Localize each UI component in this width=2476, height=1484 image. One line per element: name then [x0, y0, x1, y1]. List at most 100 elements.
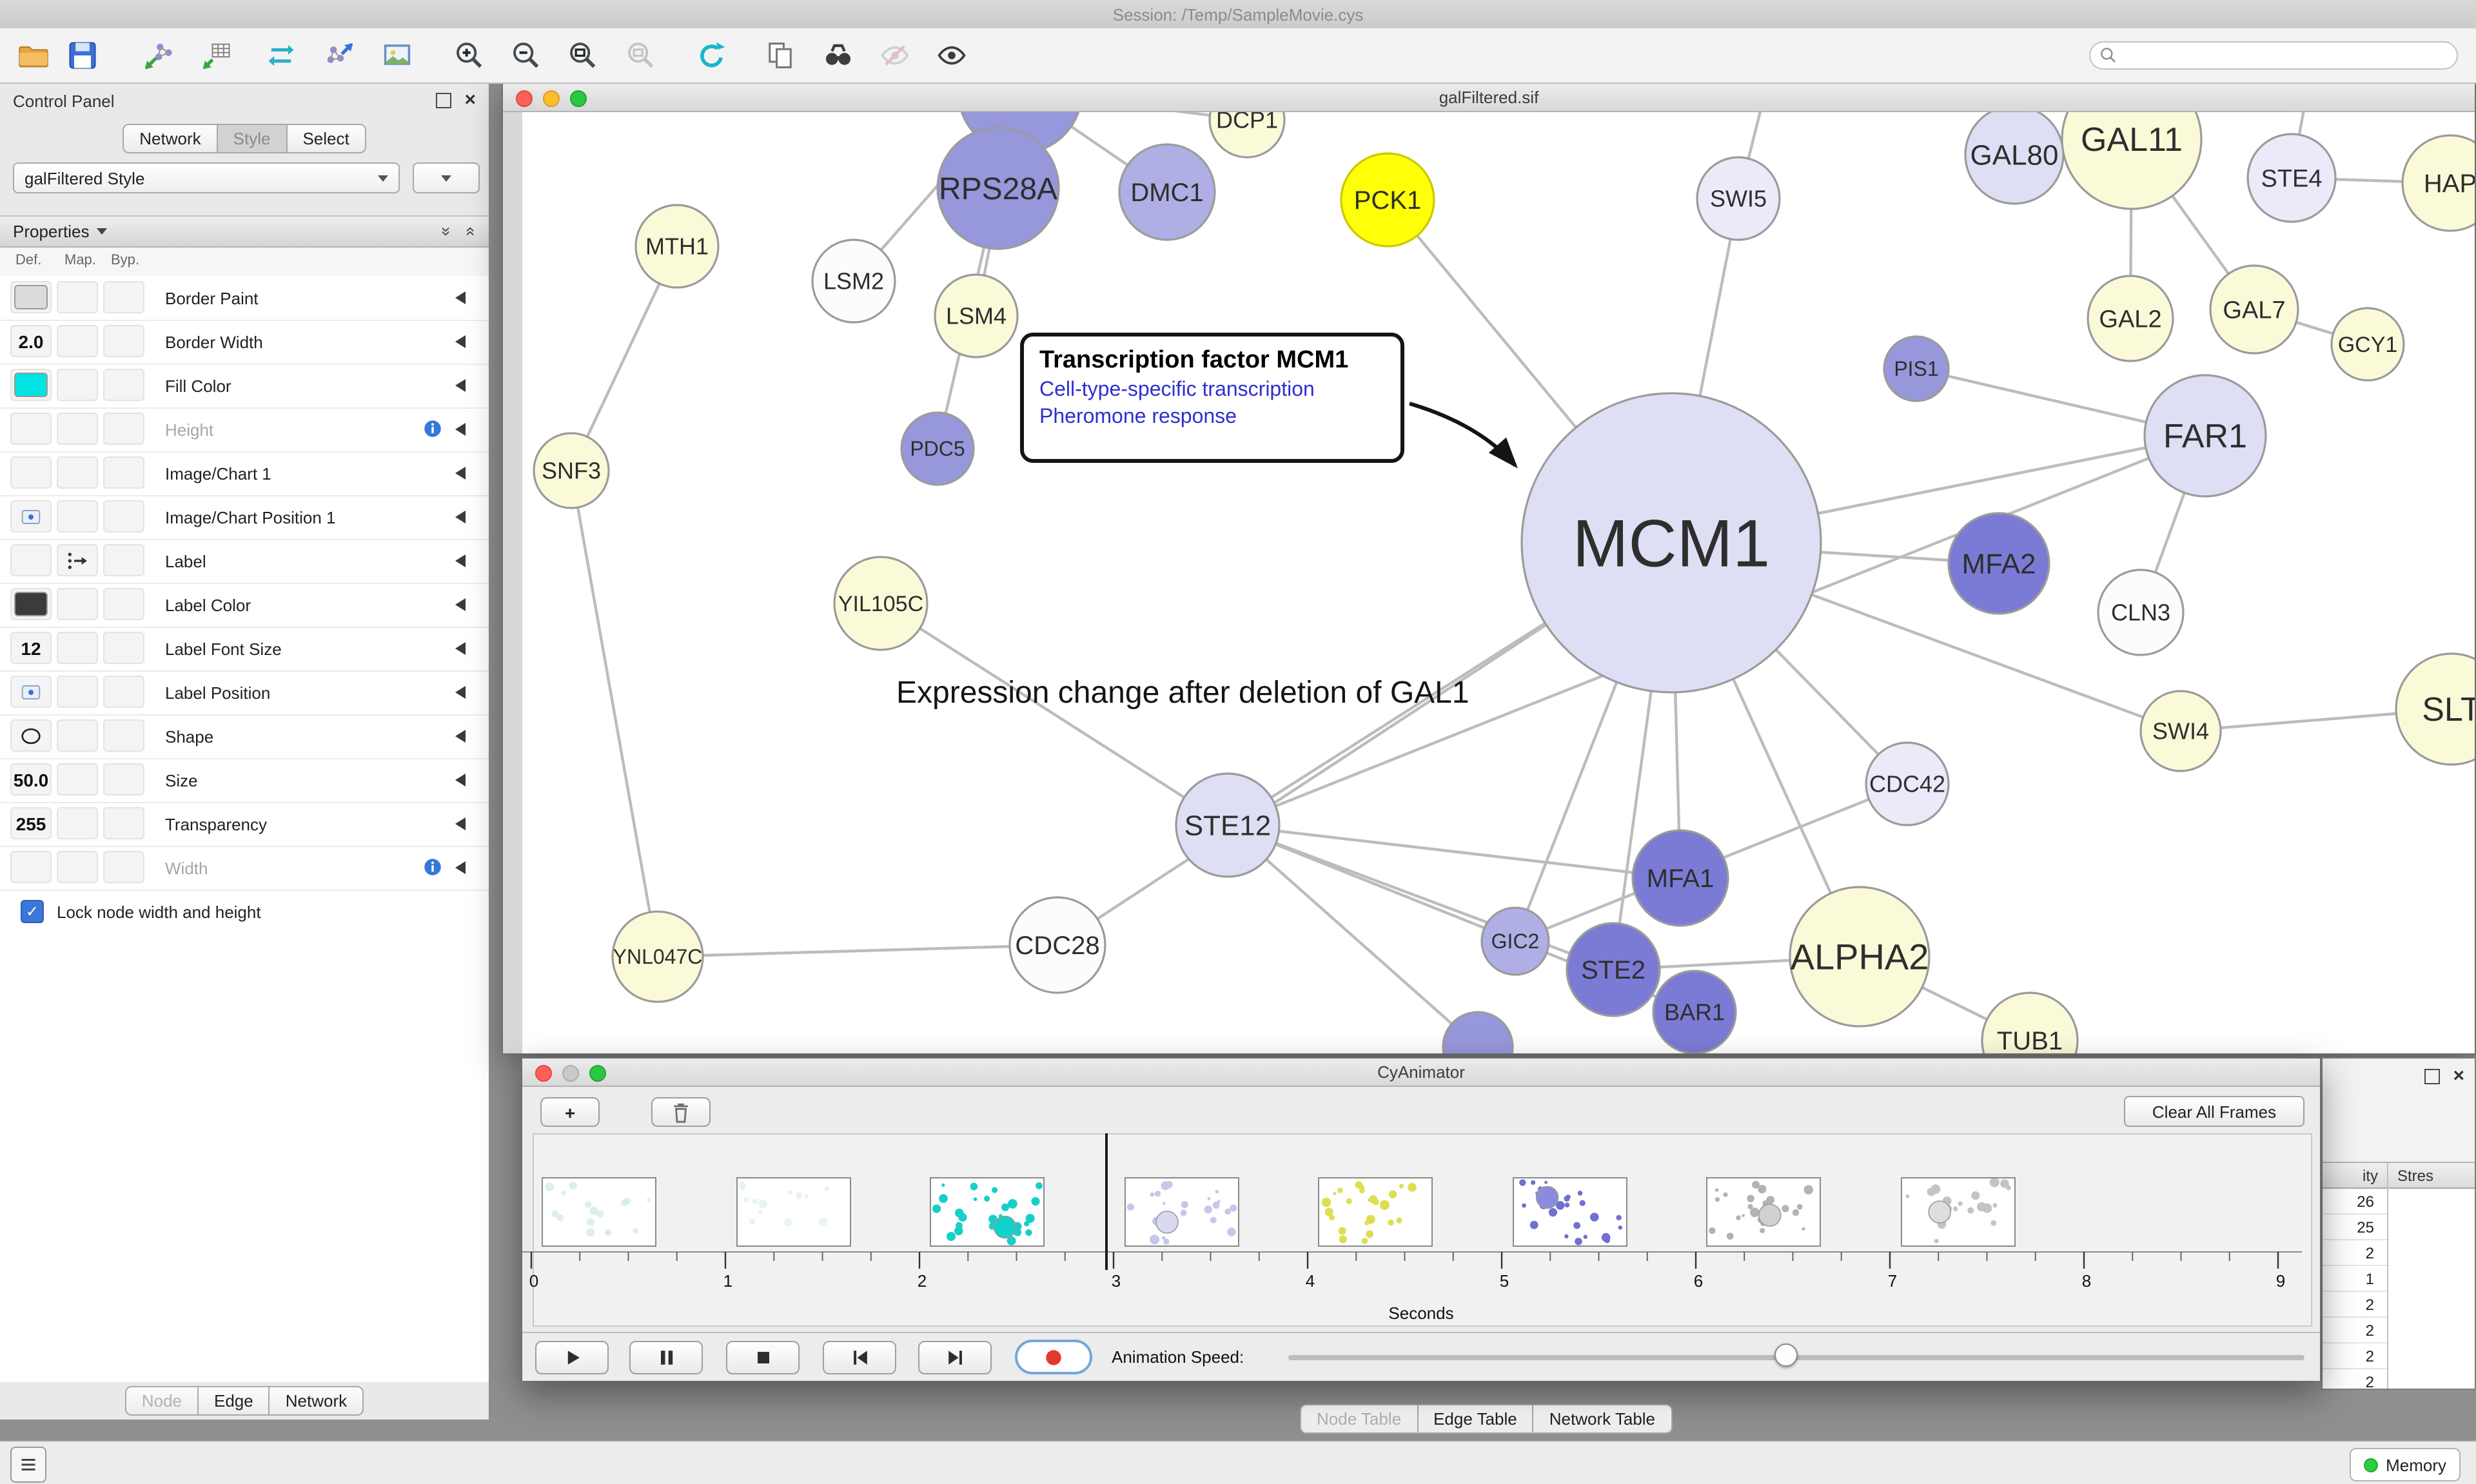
node-swi4[interactable] — [2139, 690, 2222, 772]
first-neighbors-button[interactable] — [815, 32, 861, 79]
export-image-button[interactable] — [374, 32, 420, 79]
node-cdc28[interactable] — [1008, 896, 1106, 994]
minimize-window-icon[interactable] — [543, 90, 560, 106]
float-panel-icon[interactable] — [436, 93, 452, 108]
node-slt[interactable] — [2395, 652, 2475, 766]
property-row-height[interactable]: Height — [0, 407, 489, 453]
table-row[interactable]: 26 — [2323, 1189, 2387, 1215]
frame-thumbnail-5[interactable] — [1318, 1177, 1433, 1247]
node-ste4[interactable] — [2246, 133, 2337, 223]
record-button[interactable] — [1015, 1340, 1092, 1374]
open-session-button[interactable] — [10, 32, 57, 79]
node-pis1[interactable] — [1883, 335, 1950, 402]
node-lsm4[interactable] — [934, 273, 1019, 358]
tab-node-table[interactable]: Node Table — [1300, 1404, 1419, 1434]
property-row-width[interactable]: Width — [0, 846, 489, 891]
property-row-label-color[interactable]: Label Color — [0, 583, 489, 628]
animation-speed-slider-thumb[interactable] — [1774, 1343, 1798, 1367]
expand-arrow-icon[interactable] — [455, 642, 466, 655]
property-row-image-chart-1[interactable]: Image/Chart 1 — [0, 451, 489, 496]
node-gal7[interactable] — [2209, 264, 2299, 355]
property-row-fill-color[interactable]: Fill Color — [0, 364, 489, 409]
expand-arrow-icon[interactable] — [455, 817, 466, 830]
tab-select[interactable]: Select — [286, 124, 366, 153]
node-rps28a[interactable] — [936, 126, 1060, 250]
hide-details-button[interactable] — [872, 32, 918, 79]
expand-arrow-icon[interactable] — [455, 861, 466, 874]
pause-button[interactable] — [629, 1341, 703, 1374]
node-hap[interactable] — [2401, 134, 2475, 232]
expand-arrow-icon[interactable] — [455, 730, 466, 743]
float-panel-icon[interactable] — [2424, 1069, 2441, 1084]
color-swatch[interactable] — [14, 285, 48, 309]
node-mfa2[interactable] — [1947, 512, 2050, 615]
text-annotation[interactable]: Expression change after deletion of GAL1 — [896, 676, 1469, 710]
style-selector[interactable]: galFiltered Style — [13, 162, 400, 193]
node-yil105c[interactable] — [833, 556, 928, 651]
apply-layout-button[interactable] — [689, 32, 735, 79]
edge-ste12-pnode[interactable] — [1226, 824, 1479, 1048]
color-swatch[interactable] — [14, 373, 48, 397]
node-tub1[interactable] — [1981, 991, 2079, 1053]
play-button[interactable] — [535, 1341, 609, 1374]
expand-arrow-icon[interactable] — [455, 291, 466, 304]
node-ste2[interactable] — [1566, 922, 1661, 1017]
zoom-fit-button[interactable] — [560, 32, 606, 79]
property-row-image-chart-position-1[interactable]: Image/Chart Position 1 — [0, 495, 489, 540]
tab-edge[interactable]: Edge — [197, 1386, 270, 1416]
expand-arrow-icon[interactable] — [455, 511, 466, 523]
timeline-playhead[interactable] — [1105, 1133, 1108, 1270]
import-table-button[interactable] — [193, 32, 240, 79]
node-lsm2[interactable] — [811, 239, 896, 324]
clear-all-frames-button[interactable]: Clear All Frames — [2124, 1096, 2304, 1127]
table-row[interactable]: 25 — [2323, 1215, 2387, 1240]
delete-frame-button[interactable] — [651, 1097, 711, 1127]
tab-node[interactable]: Node — [124, 1386, 199, 1416]
tab-network[interactable]: Network — [123, 124, 218, 153]
tab-style[interactable]: Style — [216, 124, 288, 153]
close-panel-icon[interactable] — [464, 94, 476, 107]
expand-arrow-icon[interactable] — [455, 467, 466, 480]
property-row-label-position[interactable]: Label Position — [0, 670, 489, 716]
zoom-selected-button[interactable] — [618, 32, 664, 79]
search-box[interactable] — [2089, 41, 2458, 70]
expand-all-icon[interactable] — [462, 227, 481, 236]
add-frame-button[interactable]: + — [540, 1097, 600, 1127]
expand-arrow-icon[interactable] — [455, 598, 466, 611]
expand-arrow-icon[interactable] — [455, 554, 466, 567]
cyanimator-titlebar[interactable]: CyAnimator — [522, 1059, 2320, 1087]
maximize-window-icon[interactable] — [570, 90, 587, 106]
lock-size-checkbox[interactable] — [21, 900, 44, 923]
maximize-window-icon[interactable] — [589, 1064, 606, 1081]
node-ynl047c[interactable] — [611, 910, 704, 1003]
style-options-button[interactable] — [413, 162, 480, 193]
tab-network-table[interactable]: Network Table — [1532, 1404, 1673, 1434]
table-row[interactable]: 2 — [2323, 1369, 2387, 1389]
zoom-out-button[interactable] — [503, 32, 549, 79]
import-network-button[interactable] — [134, 32, 181, 79]
copy-button[interactable] — [757, 32, 803, 79]
node-mcm1[interactable] — [1520, 392, 1822, 694]
property-row-shape[interactable]: Shape — [0, 714, 489, 759]
node-mfa1[interactable] — [1631, 829, 1729, 927]
properties-header[interactable]: Properties — [0, 215, 489, 248]
node-dcp1[interactable] — [1208, 112, 1286, 159]
table-row[interactable]: 2 — [2323, 1292, 2387, 1318]
property-row-label[interactable]: Label — [0, 539, 489, 584]
table-row[interactable]: 2 — [2323, 1318, 2387, 1343]
node-far1[interactable] — [2143, 374, 2267, 498]
node-alpha2[interactable] — [1789, 886, 1931, 1028]
color-swatch[interactable] — [14, 592, 48, 616]
frame-thumbnail-4[interactable] — [1124, 1177, 1239, 1247]
annotation-link[interactable]: Cell-type-specific transcription — [1039, 379, 1315, 401]
skip-to-end-button[interactable] — [918, 1341, 992, 1374]
edge-snf3-ynl047c[interactable] — [569, 470, 660, 957]
edge-cdc28-ynl047c[interactable] — [657, 943, 1058, 959]
node-cdc42[interactable] — [1865, 741, 1950, 826]
close-window-icon[interactable] — [535, 1064, 552, 1081]
frame-thumbnail-1[interactable] — [542, 1177, 656, 1247]
frame-thumbnail-6[interactable] — [1512, 1177, 1627, 1247]
node-gal11[interactable] — [2061, 112, 2203, 210]
